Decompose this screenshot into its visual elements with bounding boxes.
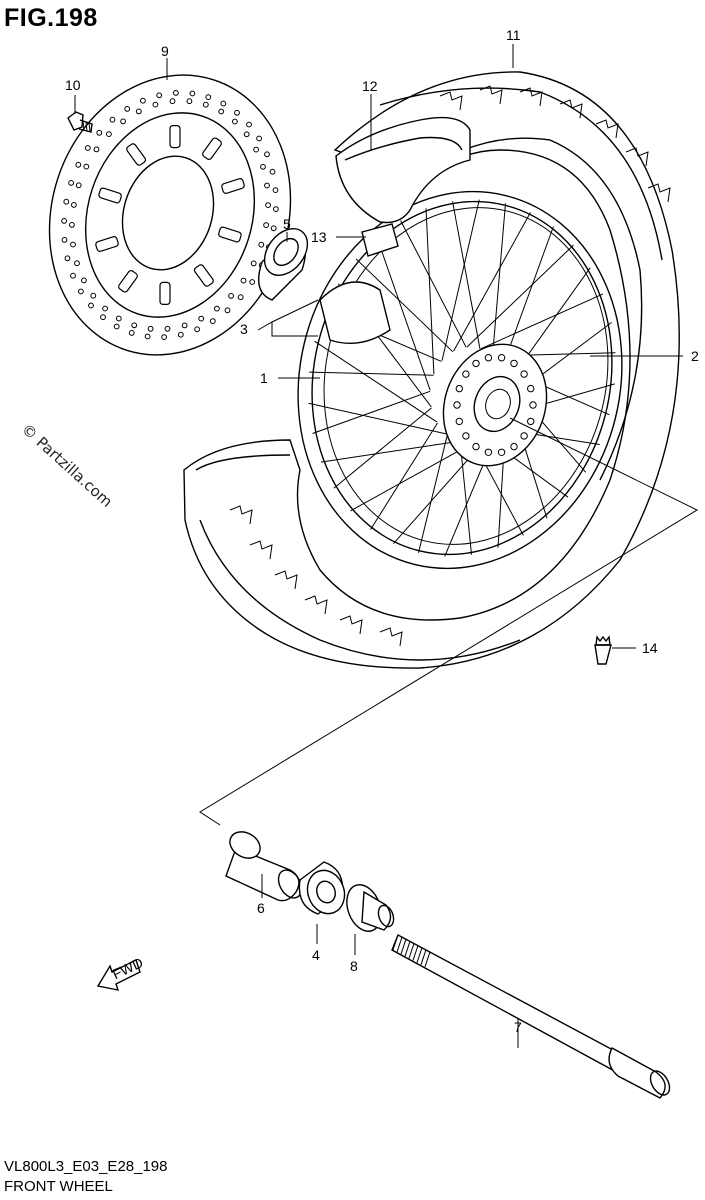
callout-6[interactable]: 6 xyxy=(257,900,265,916)
callout-3[interactable]: 3 xyxy=(240,321,248,337)
figure-title: FIG.198 xyxy=(4,4,98,32)
callout-8[interactable]: 8 xyxy=(350,958,358,974)
tire[interactable] xyxy=(183,71,680,669)
axis-line xyxy=(199,417,699,826)
callout-14[interactable]: 14 xyxy=(642,640,658,656)
callout-13[interactable]: 13 xyxy=(311,229,327,245)
callout-4[interactable]: 4 xyxy=(312,947,320,963)
collar[interactable] xyxy=(341,880,397,936)
leader-lines xyxy=(74,44,683,1048)
callout-1[interactable]: 1 xyxy=(260,370,268,386)
callout-11[interactable]: 11 xyxy=(506,27,521,43)
spacer[interactable] xyxy=(225,827,306,902)
figure-code: VL800L3_E03_E28_198 xyxy=(4,1158,168,1175)
callout-9[interactable]: 9 xyxy=(161,43,169,59)
bearing-left[interactable] xyxy=(256,220,316,301)
axle[interactable] xyxy=(391,934,673,1099)
fwd-arrow-icon: FWD xyxy=(96,954,145,991)
callout-7[interactable]: 7 xyxy=(514,1019,522,1035)
callout-labels: 9 10 11 12 13 5 3 1 2 14 6 4 8 7 xyxy=(65,27,699,1035)
bearing-right[interactable] xyxy=(298,861,350,919)
figure-name: FRONT WHEEL xyxy=(4,1178,113,1195)
callout-10[interactable]: 10 xyxy=(65,77,81,93)
brake-disc[interactable] xyxy=(14,43,326,386)
rim-band[interactable] xyxy=(361,223,399,257)
callout-2[interactable]: 2 xyxy=(691,348,699,364)
callout-5[interactable]: 5 xyxy=(283,216,291,232)
inner-tube[interactable] xyxy=(335,116,471,224)
hub[interactable] xyxy=(319,281,563,480)
valve[interactable] xyxy=(594,635,612,665)
callout-12[interactable]: 12 xyxy=(362,78,378,94)
